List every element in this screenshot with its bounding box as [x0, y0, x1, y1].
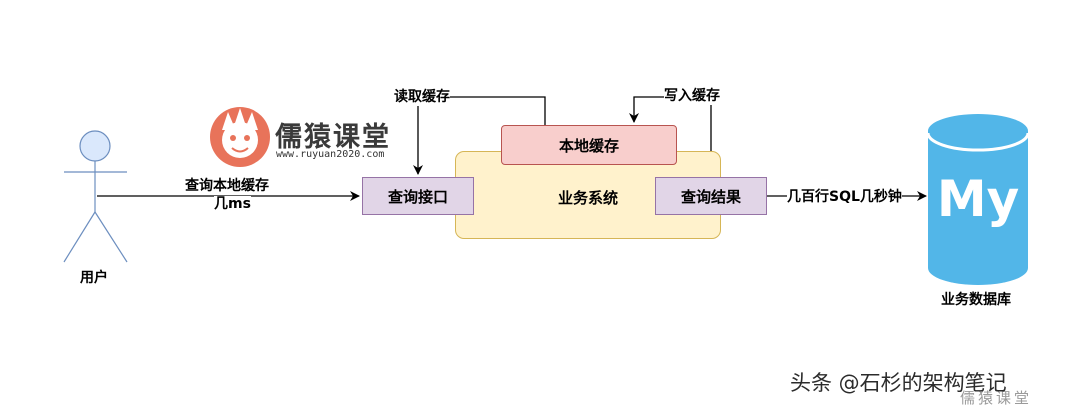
local-cache-box[interactable]: 本地缓存 [501, 125, 677, 165]
query-interface-label: 查询接口 [387, 187, 448, 206]
edge-read-cache [413, 96, 546, 175]
logo-icon [210, 107, 270, 167]
database-icon [926, 114, 1030, 285]
database-label: 业务数据库 [941, 292, 1011, 309]
credit-watermark-faded: 儒猿课堂 [960, 389, 1033, 407]
query-interface-box[interactable]: 查询接口 [362, 177, 474, 215]
watermark-url: www.ruyuan2020.com [276, 149, 385, 160]
mysql-logo-text: My [936, 170, 1020, 228]
local-cache-label: 本地缓存 [558, 136, 619, 155]
edge-label-write-cache: 写入缓存 [664, 88, 720, 105]
edge-label-read-cache: 读取缓存 [394, 89, 450, 106]
credit-watermark: 头条 @石杉的架构笔记 [790, 371, 1007, 395]
query-result-label: 查询结果 [680, 187, 741, 206]
edge-label-query-local-cache: 查询本地缓存 [185, 178, 269, 195]
edge-label-to-database: 几百行SQL几秒钟 [787, 189, 902, 206]
user-label: 用户 [80, 270, 108, 287]
watermark-name: 儒猿课堂 [275, 122, 391, 153]
user-actor-icon [63, 130, 128, 263]
business-system-label: 业务系统 [557, 189, 618, 207]
edge-label-ms: 几ms [214, 196, 251, 213]
query-result-box[interactable]: 查询结果 [655, 177, 767, 215]
